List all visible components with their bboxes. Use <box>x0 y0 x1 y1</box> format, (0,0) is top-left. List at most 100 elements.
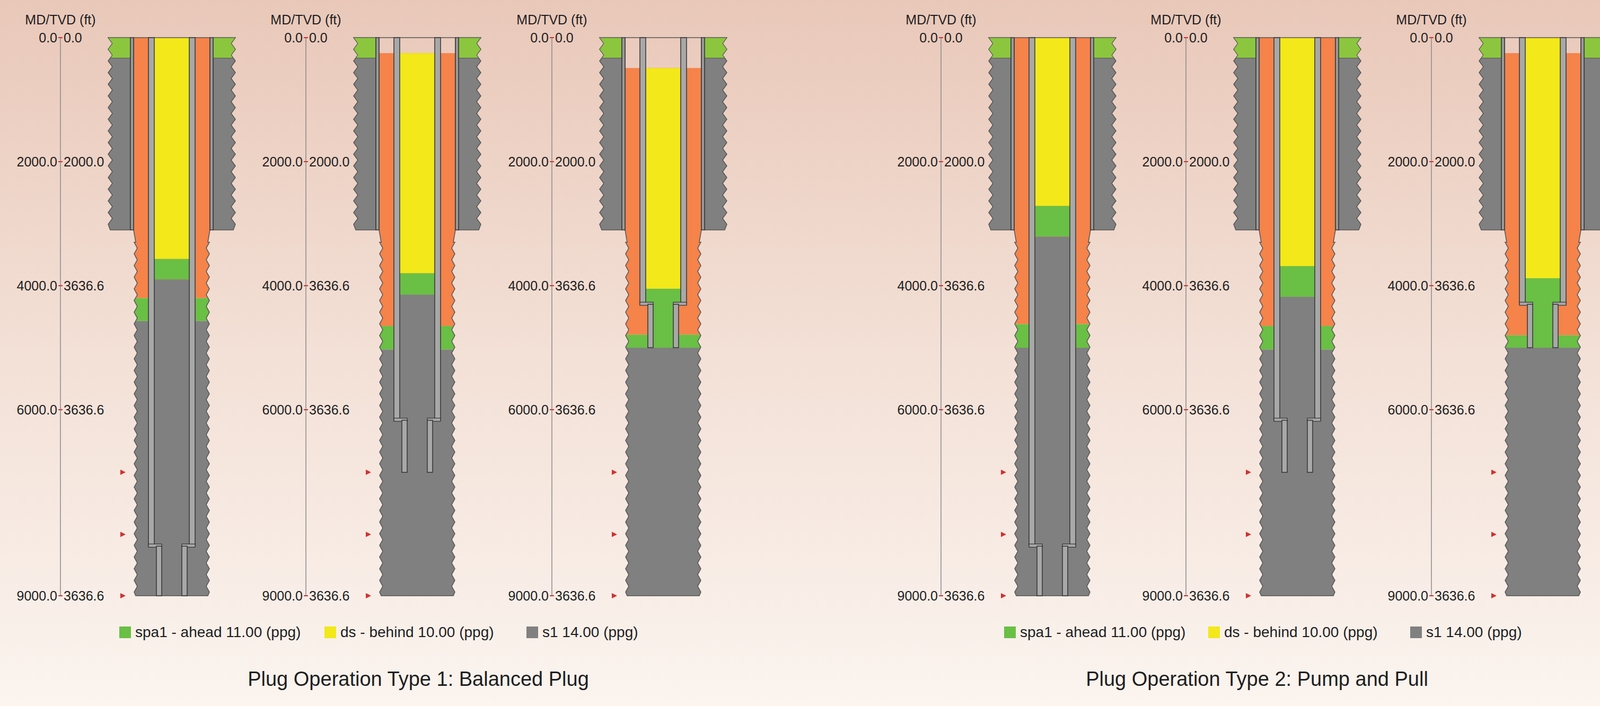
legend-swatch <box>526 626 539 639</box>
top-cap <box>1233 37 1256 59</box>
pipe-fluid <box>1034 37 1070 207</box>
casing-wall <box>375 37 380 231</box>
axis-title: MD/TVD (ft) <box>24 12 96 28</box>
md-label: 9000.0 <box>1387 588 1429 604</box>
md-label: 4000.0 <box>262 278 303 294</box>
pipe-fluid <box>1034 206 1070 237</box>
top-cap <box>1093 37 1116 59</box>
tvd-label: 2000.0 <box>63 154 104 170</box>
drill-pipe <box>639 37 646 305</box>
tvd-label: 3636.6 <box>555 278 596 294</box>
stinger <box>1552 304 1559 348</box>
axis-tick <box>58 285 63 287</box>
casing-wall <box>1501 37 1505 231</box>
top-cap <box>213 37 236 59</box>
tvd-label: 3636.6 <box>309 588 350 604</box>
casing-wall <box>1255 37 1260 231</box>
stinger-fluid <box>1042 546 1063 596</box>
cement-sheath <box>1233 37 1256 231</box>
hole-wall <box>1014 37 1091 596</box>
cement-sheath <box>1093 37 1116 231</box>
tvd-label: 2000.0 <box>309 154 350 170</box>
tvd-label: 3636.6 <box>63 588 104 604</box>
drill-pipe <box>680 37 687 305</box>
stinger-fluid <box>1287 420 1308 473</box>
tvd-label: 0.0 <box>309 30 328 46</box>
tvd-label: 3636.6 <box>63 402 104 418</box>
depth-marker <box>611 593 618 599</box>
top-cap <box>353 37 376 59</box>
drill-pipe <box>1029 37 1035 547</box>
top-cap <box>1584 37 1600 59</box>
cement-sheath <box>1479 37 1502 231</box>
axis-title: MD/TVD (ft) <box>905 12 977 28</box>
wellbore <box>1233 37 1361 596</box>
depth-marker <box>1245 593 1252 599</box>
md-label: 6000.0 <box>1387 402 1429 418</box>
pipe-fluid <box>154 279 190 547</box>
drill-pipe <box>1273 37 1280 421</box>
md-label: 4000.0 <box>508 278 549 294</box>
hole-wall <box>1504 37 1581 596</box>
casing-wall <box>1335 37 1339 231</box>
stinger <box>401 420 408 473</box>
pipe-fluid <box>1525 37 1561 279</box>
axis-tick <box>549 409 555 411</box>
cement-sheath <box>353 37 376 231</box>
axis-tick <box>549 595 555 597</box>
md-label: 9000.0 <box>16 588 58 604</box>
axis-title: MD/TVD (ft) <box>516 12 587 28</box>
drill-pipe <box>189 37 196 547</box>
axis-tick <box>58 409 63 411</box>
axis-tick <box>1183 161 1189 163</box>
md-label: 2000.0 <box>508 154 549 170</box>
axis-tick <box>1429 285 1434 287</box>
axis-title: MD/TVD (ft) <box>1395 12 1467 28</box>
legend-text: spa1 - ahead 11.00 (ppg) <box>1020 623 1186 641</box>
caption: Plug Operation Type 2: Pump and Pull <box>1085 667 1429 692</box>
tvd-label: 3636.6 <box>1434 588 1475 604</box>
md-label: 6000.0 <box>508 402 549 418</box>
legend-swatch <box>1410 626 1422 639</box>
axis-tick <box>303 409 309 411</box>
top-cap <box>599 37 622 59</box>
pipe-fluid <box>645 67 681 289</box>
axis-tick <box>1429 595 1434 597</box>
pipe-fluid <box>154 37 190 260</box>
axis-tick <box>938 595 944 597</box>
depth-marker <box>365 469 372 476</box>
axis-tick <box>549 285 555 287</box>
pipe-fluid <box>1034 236 1070 547</box>
drill-pipe <box>434 37 441 421</box>
depth-axis <box>1430 37 1432 596</box>
cement-sheath <box>458 37 481 231</box>
pipe-fluid <box>399 53 435 274</box>
stinger <box>181 546 188 596</box>
axis-tick <box>58 595 63 597</box>
stinger <box>1281 420 1288 473</box>
drill-pipe <box>393 37 400 421</box>
cement-sheath <box>213 37 236 231</box>
drill-pipe <box>148 37 155 547</box>
hole-wall <box>133 37 210 596</box>
drill-pipe <box>1519 37 1526 305</box>
top-cap <box>458 37 481 59</box>
casing-wall <box>1580 37 1585 231</box>
axis-tick <box>1183 285 1189 287</box>
md-label: 9000.0 <box>508 588 549 604</box>
legend-swatch <box>1004 626 1016 639</box>
tvd-label: 3636.6 <box>1189 278 1230 294</box>
stinger-fluid <box>653 304 674 348</box>
depth-axis <box>305 37 307 596</box>
axis-tick <box>1183 409 1189 411</box>
casing-wall <box>209 37 214 231</box>
legend-swatch <box>119 626 131 639</box>
wellbore <box>988 37 1116 596</box>
tvd-label: 3636.6 <box>555 588 596 604</box>
md-label: 0.0 <box>1409 30 1429 46</box>
tvd-label: 0.0 <box>1189 30 1208 46</box>
axis-tick <box>549 37 555 39</box>
axis-tick <box>549 161 555 163</box>
md-label: 6000.0 <box>16 402 58 418</box>
md-label: 6000.0 <box>1142 402 1183 418</box>
